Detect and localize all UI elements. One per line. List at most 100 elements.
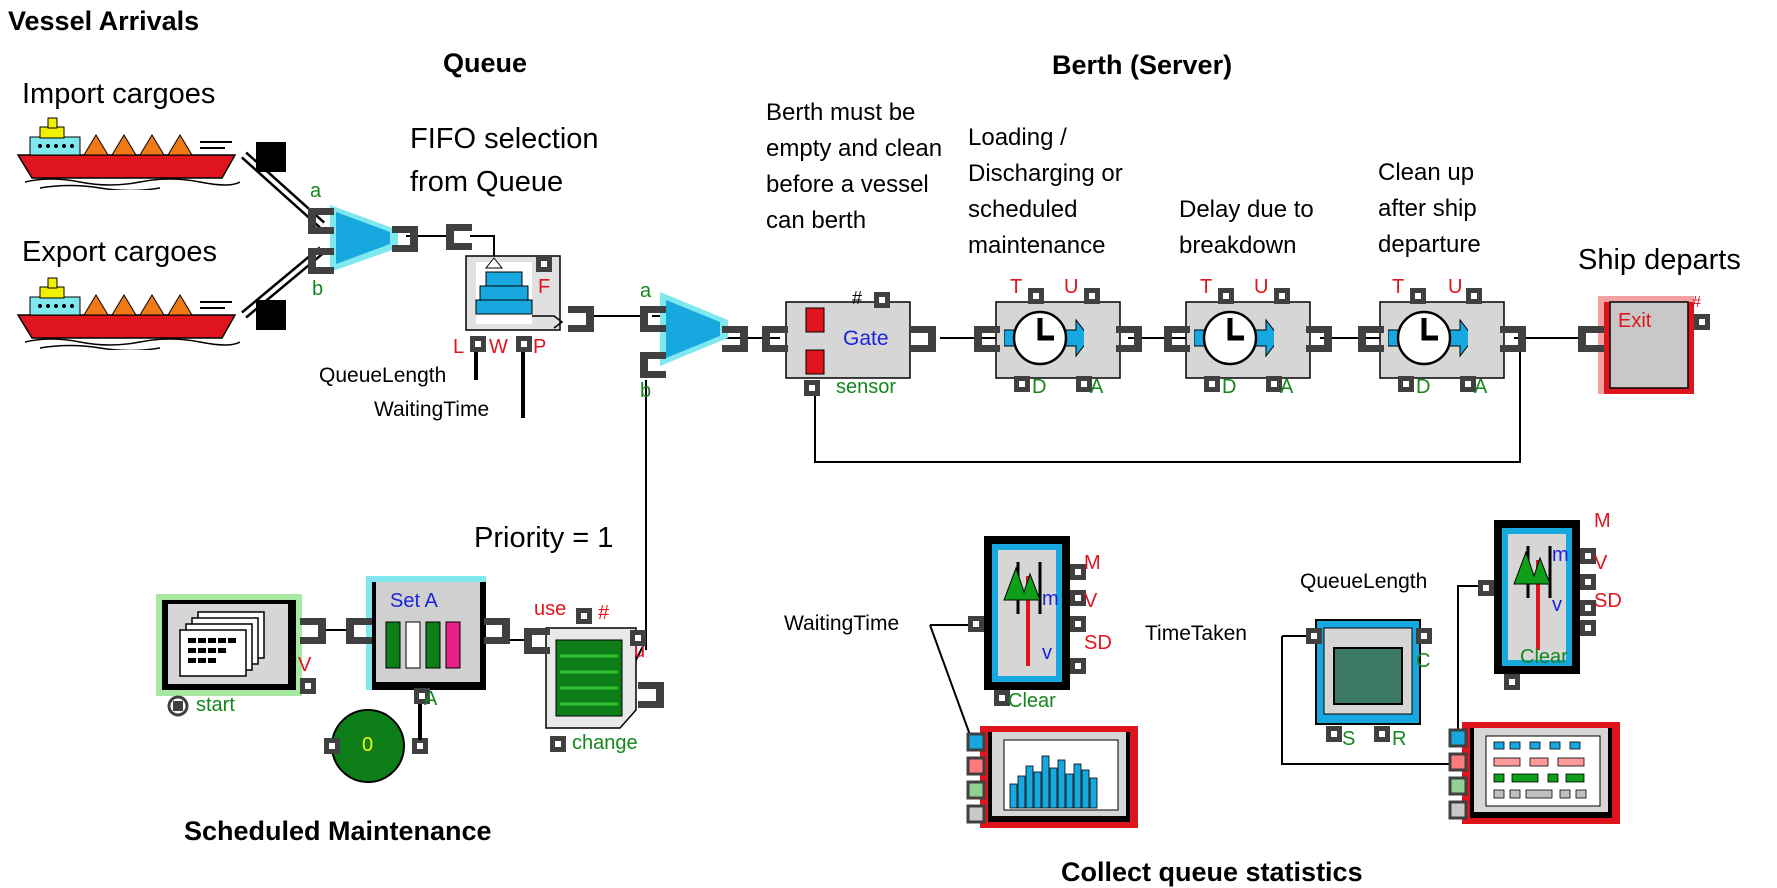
set-output-port[interactable] — [484, 618, 510, 644]
gate-count-port[interactable] — [874, 292, 890, 308]
gate-sensor-label: sensor — [836, 376, 897, 398]
heading-berth: Berth (Server) — [1052, 50, 1233, 80]
constant-output-port[interactable] — [412, 738, 428, 754]
resource-u-label: u — [634, 640, 646, 662]
activity1-d-port[interactable] — [1014, 376, 1030, 392]
queue-w-port[interactable] — [516, 336, 532, 352]
export-ship-icon — [17, 277, 240, 350]
generator-output-port[interactable] — [300, 618, 326, 644]
mv1-sd-port[interactable] — [1070, 616, 1086, 632]
resource-change-port[interactable] — [550, 736, 566, 752]
timer-input-port[interactable] — [1306, 628, 1322, 644]
set-attribute-block[interactable] — [366, 576, 486, 690]
combine-block-1[interactable] — [330, 205, 398, 272]
mv1-m-label: M — [1084, 552, 1101, 574]
cleanup-description: Clean up after ship departure — [1378, 159, 1481, 258]
resource-change-label: change — [572, 732, 638, 754]
activity3-d-port[interactable] — [1398, 376, 1414, 392]
mv2-m-label: M — [1594, 510, 1611, 532]
export-cargoes-label: Export cargoes — [22, 236, 218, 268]
timer-r-port[interactable] — [1374, 726, 1390, 742]
mv2-input-port[interactable] — [1478, 580, 1494, 596]
resource-use-port[interactable] — [576, 608, 592, 624]
activity1-t-port[interactable] — [1028, 288, 1044, 304]
generator-v-port[interactable] — [300, 678, 316, 694]
heading-scheduled-maintenance: Scheduled Maintenance — [184, 816, 492, 846]
timer-block[interactable] — [1315, 619, 1421, 725]
activity3-t-port[interactable] — [1410, 288, 1426, 304]
mv2-v-port[interactable] — [1580, 574, 1596, 590]
gate-block-label: Gate — [843, 327, 889, 350]
queue-l-port[interactable] — [470, 336, 486, 352]
time-taken-label: TimeTaken — [1145, 622, 1247, 645]
queue-input-port[interactable] — [446, 224, 472, 250]
mv2-extra-port[interactable] — [1580, 620, 1596, 636]
activity-loading-block[interactable] — [995, 301, 1121, 379]
queue-l-label: L — [453, 336, 465, 358]
loading-description: Loading / Discharging or scheduled maint… — [968, 124, 1123, 259]
activity2-a-label: A — [1280, 376, 1294, 398]
waiting-time-input-label: WaitingTime — [784, 612, 900, 635]
activity1-u-port[interactable] — [1084, 288, 1100, 304]
queue-fifo-block[interactable] — [465, 255, 564, 331]
ship-departs-label: Ship departs — [1578, 244, 1741, 276]
waiting-time-signal-label: WaitingTime — [374, 398, 490, 421]
gate-sensor-port[interactable] — [804, 380, 820, 396]
activity1-t-label: T — [1010, 276, 1023, 298]
mv1-inner-v-label: v — [1042, 642, 1052, 664]
resource-output-port[interactable] — [638, 682, 664, 708]
queue-f-port[interactable] — [536, 256, 552, 272]
mv2-clear-port[interactable] — [1504, 674, 1520, 690]
mv1-inner-m-label: m — [1042, 588, 1059, 610]
berth-empty-description: Berth must be empty and clean before a v… — [766, 99, 943, 234]
activity2-t-label: T — [1200, 276, 1213, 298]
constant-value: 0 — [362, 734, 374, 756]
mv2-v-label: V — [1594, 552, 1608, 574]
plotter-block[interactable] — [1462, 722, 1620, 824]
heading-queue: Queue — [443, 48, 528, 78]
exit-count-port[interactable] — [1694, 314, 1710, 330]
histogram-input-ports[interactable] — [966, 732, 986, 824]
export-output-port[interactable] — [256, 300, 286, 330]
queue-w-label: W — [489, 336, 508, 358]
mean-variance-block-1[interactable] — [984, 536, 1070, 690]
heading-collect-stats: Collect queue statistics — [1061, 857, 1363, 887]
exit-block[interactable] — [1598, 296, 1694, 394]
timer-r-label: R — [1392, 728, 1407, 750]
mean-variance-block-2[interactable] — [1494, 520, 1580, 674]
queue-p-label: P — [533, 336, 547, 358]
mv1-sd-label: SD — [1084, 632, 1112, 654]
activity2-t-port[interactable] — [1218, 288, 1234, 304]
activity2-d-port[interactable] — [1204, 376, 1220, 392]
combine-block-2[interactable] — [660, 292, 728, 366]
plotter-input-ports[interactable] — [1448, 728, 1468, 820]
import-output-port[interactable] — [256, 142, 286, 172]
histogram-block[interactable] — [980, 726, 1138, 828]
activity2-u-port[interactable] — [1274, 288, 1290, 304]
activity-cleanup-block[interactable] — [1379, 301, 1505, 379]
timer-s-port[interactable] — [1326, 726, 1342, 742]
activity1-d-label: D — [1032, 376, 1047, 398]
mv1-input-port[interactable] — [968, 616, 984, 632]
mv2-inner-v-label: v — [1552, 594, 1562, 616]
constant-input-port[interactable] — [324, 738, 340, 754]
program-generator-block[interactable] — [156, 594, 302, 696]
activity-delay-block[interactable] — [1185, 301, 1311, 379]
mv2-sd-label: SD — [1594, 590, 1622, 612]
gate-count-label: # — [852, 288, 863, 308]
delay-description: Delay due to breakdown — [1179, 196, 1314, 259]
resource-pool-block[interactable] — [545, 627, 637, 729]
activity3-u-label: U — [1448, 276, 1463, 298]
activity3-u-port[interactable] — [1466, 288, 1482, 304]
gate-output-port[interactable] — [910, 326, 936, 352]
start-port[interactable] — [167, 695, 189, 717]
mv1-extra-port[interactable] — [1070, 658, 1086, 674]
generator-v-label: V — [298, 654, 312, 676]
timer-output-port[interactable] — [1416, 628, 1432, 644]
gate-block[interactable] — [785, 301, 911, 379]
mv1-v-label: V — [1084, 590, 1098, 612]
activity1-u-label: U — [1064, 276, 1079, 298]
resource-use-label: use — [534, 598, 567, 620]
queue-output-port[interactable] — [568, 306, 594, 332]
